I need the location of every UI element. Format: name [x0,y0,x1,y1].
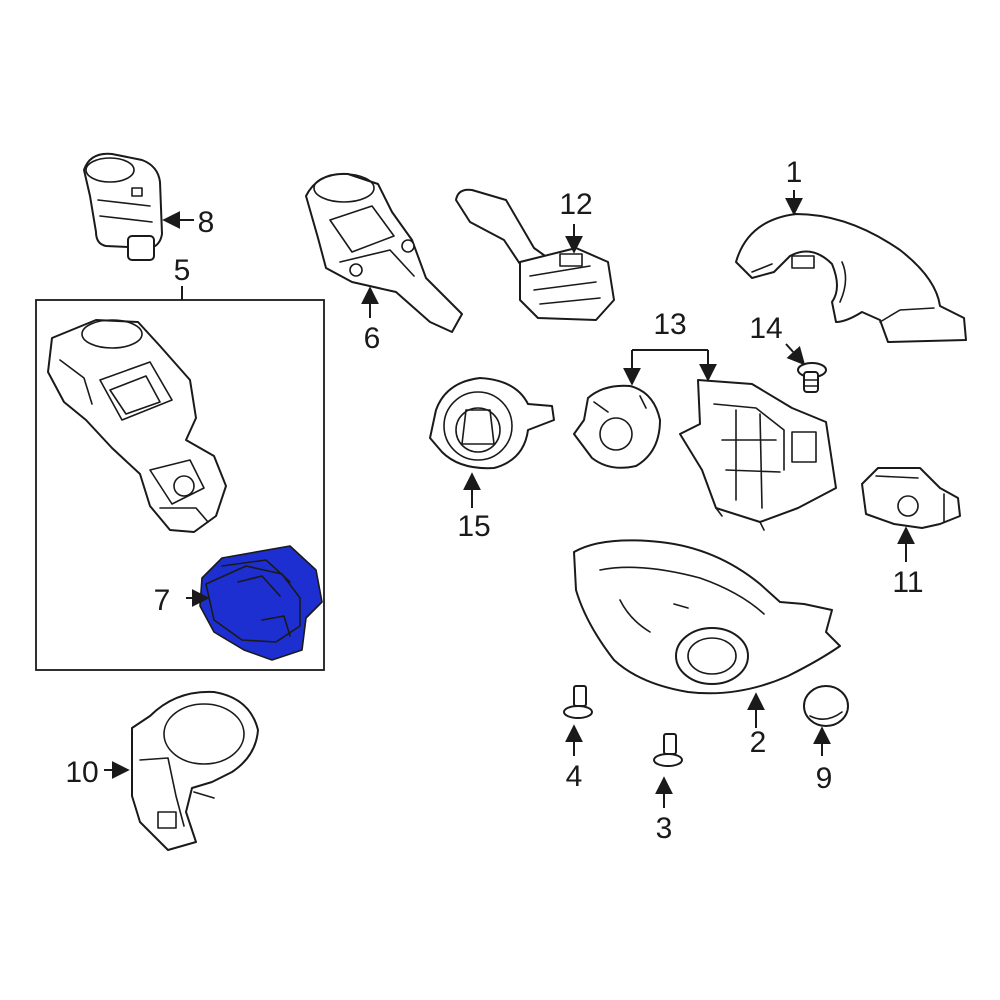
callout-10: 10 [65,756,98,789]
part-12-wiper-switch[interactable] [455,188,615,321]
callout-8: 8 [198,206,215,239]
assembly-frame-5 [35,299,325,671]
part-13-ring[interactable] [573,384,661,469]
part-10-transceiver[interactable] [131,690,259,851]
callout-12: 12 [559,188,592,221]
callout-2: 2 [750,726,767,759]
callout-7: 7 [154,584,171,617]
part-2-lower-shroud[interactable] [573,539,841,695]
callout-9: 9 [816,762,833,795]
part-15-clockspring[interactable] [429,377,555,470]
part-13-switch-housing[interactable] [679,379,837,531]
callout-5: 5 [174,254,191,287]
callout-6: 6 [364,322,381,355]
callout-11: 11 [892,566,923,599]
callout-3: 3 [656,812,673,845]
leader-lines [104,190,915,808]
callout-4: 4 [566,760,583,793]
callout-14: 14 [749,312,782,345]
part-5-lock-housing[interactable] [47,319,227,533]
part-8-lock-cylinder[interactable] [83,152,163,261]
part-11-sensor[interactable] [861,467,961,529]
part-7-ignition-switch[interactable] [199,545,323,661]
callout-13: 13 [653,308,686,341]
leader-14 [785,343,806,366]
callout-15: 15 [457,510,490,543]
part-3-bolt[interactable] [653,733,683,767]
part-6-steering-lock[interactable] [305,172,463,333]
part-14-screw[interactable] [797,362,827,393]
part-9-cap[interactable] [803,685,849,727]
part-4-bolt[interactable] [563,685,593,719]
callout-1: 1 [786,156,803,189]
callout-labels: 1 2 3 4 5 6 7 8 9 10 11 12 13 14 15 [65,156,923,845]
